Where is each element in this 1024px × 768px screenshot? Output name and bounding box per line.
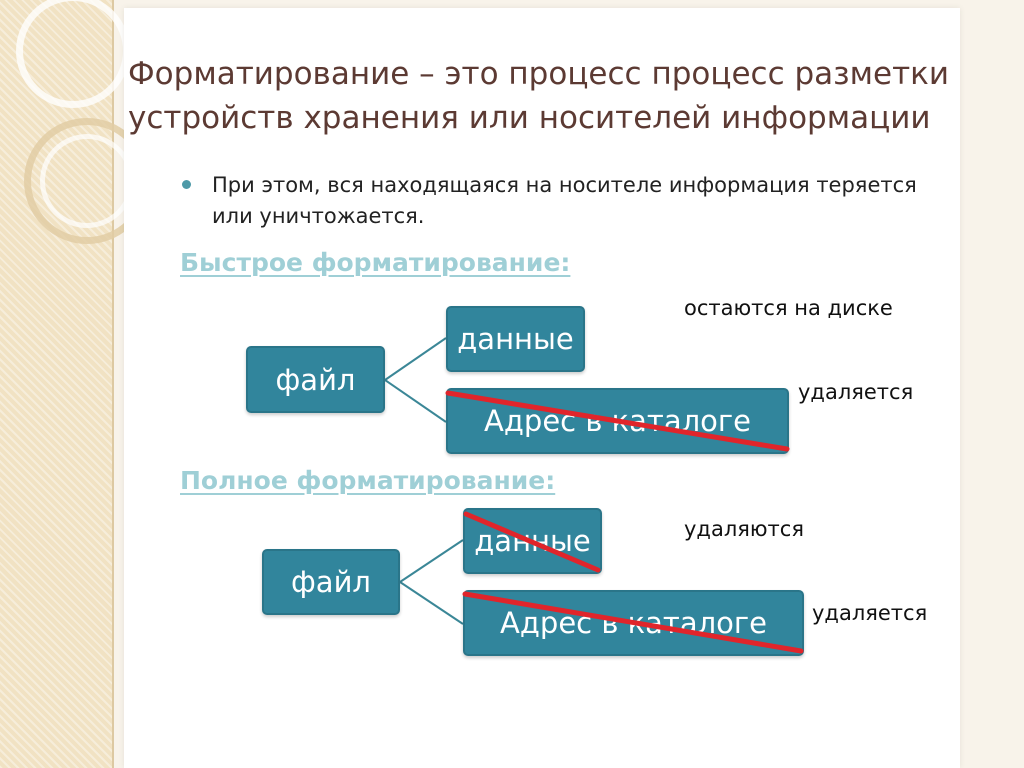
full-format-heading: Полное форматирование: (180, 466, 556, 495)
quick-address-note: удаляется (798, 380, 914, 404)
quick-address-box: Адрес в каталоге (446, 388, 789, 454)
quick-format-heading: Быстрое форматирование: (180, 248, 571, 277)
full-data-box: данные (463, 508, 602, 574)
quick-data-box: данные (446, 306, 585, 372)
ring-decoration (40, 134, 134, 228)
bullet-text: При этом, вся находящаяся на носителе ин… (212, 173, 917, 228)
full-address-note: удаляется (812, 601, 928, 625)
quick-data-note: остаются на диске (684, 296, 893, 320)
quick-file-box: файл (246, 346, 385, 413)
full-data-note: удаляются (684, 517, 804, 541)
slide-title: Форматирование – это процесс процесс раз… (128, 56, 950, 136)
full-address-box: Адрес в каталоге (463, 590, 804, 656)
bullet-dot-icon (182, 180, 191, 189)
full-file-box: файл (262, 549, 400, 615)
decorative-sidebar (0, 0, 150, 768)
ring-decoration (16, 0, 130, 108)
